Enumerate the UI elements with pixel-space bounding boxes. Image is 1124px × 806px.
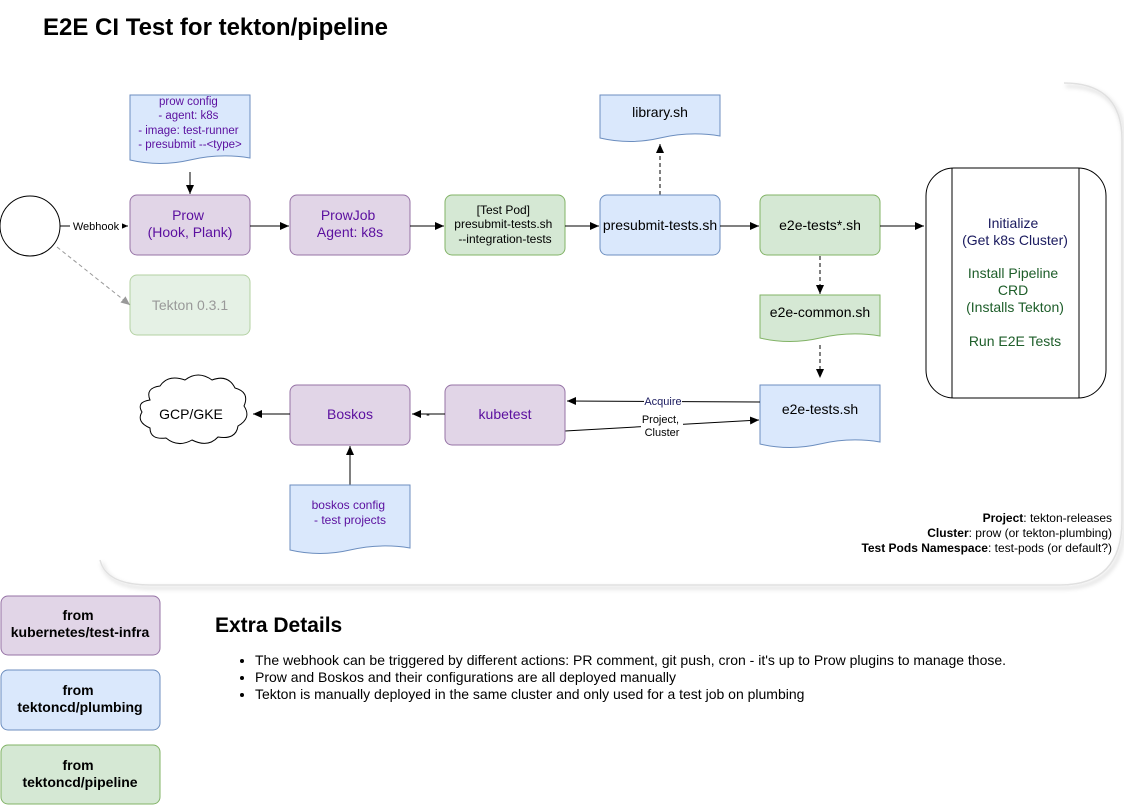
main-container [99,82,1123,586]
info-cluster-label: Cluster [927,526,969,540]
presubmit-text: presubmit-tests.sh [603,217,717,233]
legend-pipeline [0,744,161,805]
project-cluster-label: Project, Cluster [642,414,682,439]
e2e-tests-doc [759,384,881,448]
presubmit-box [599,194,721,256]
test-pod-box [444,194,566,256]
gcp-cloud [139,374,248,444]
library-doc [599,94,721,142]
test-pod-text: [Test Pod] presubmit-tests.sh --integrat… [454,203,555,246]
tekton-text: Tekton 0.3.1 [152,297,228,313]
extra-details-list: The webhook can be triggered by differen… [237,652,1006,703]
prow-config-doc [129,94,251,164]
extra-details-heading: Extra Details [215,614,343,637]
legend-plumbing-text: from tektoncd/plumbing [17,682,142,715]
legend-plumbing [0,669,161,731]
prow-box [129,194,251,256]
process-box [925,167,1107,399]
legend-test-infra [0,595,161,656]
list-item: Prow and Boskos and their configurations… [255,669,1006,686]
cluster-info: Project: tekton-releases Cluster: prow (… [861,511,1112,556]
info-cluster-value: : prow (or tekton-plumbing) [968,526,1112,540]
e2e-tests-text: e2e-tests.sh [782,401,858,417]
process-run-text: Run E2E Tests [969,333,1061,349]
boskos-config-doc [289,484,411,554]
dash-label: - [426,409,430,421]
list-item: The webhook can be triggered by differen… [255,652,1006,669]
list-item: Tekton is manually deployed in the same … [255,686,1006,703]
webhook-label: Webhook [73,221,120,233]
boskos-config-text: boskos config - test projects [312,498,389,527]
e2e-tests-star-text: e2e-tests*.sh [779,217,861,233]
info-project-value: : tekton-releases [1023,511,1112,525]
e2e-common-text: e2e-common.sh [770,304,870,320]
tekton-box [129,274,251,336]
info-project-label: Project [982,511,1024,525]
prowjob-box [289,194,411,256]
boskos-text: Boskos [327,406,373,422]
info-namespace-label: Test Pods Namespace [861,541,988,555]
acquire-label: Acquire [644,396,681,408]
legend-test-infra-text: from kubernetes/test-infra [11,607,150,640]
process-install-text: Install Pipeline CRD (Installs Tekton) [966,265,1064,315]
kubetest-box [444,384,566,446]
e2e-common-doc [759,294,881,342]
legend-pipeline-text: from tektoncd/pipeline [22,757,137,790]
kubetest-text: kubetest [479,406,532,422]
prow-text: Prow (Hook, Plank) [148,207,233,240]
e2e-tests-star-box [759,194,881,256]
prowjob-text: ProwJob Agent: k8s [317,207,383,240]
tekton-dashed-arrow [56,246,131,306]
trigger-circle [0,195,61,257]
page-title: E2E CI Test for tekton/pipeline [43,14,388,41]
gcp-text: GCP/GKE [159,406,223,422]
info-namespace-value: : test-pods (or default?) [987,541,1112,555]
library-text: library.sh [632,104,688,120]
boskos-box [289,384,411,446]
prow-config-text: prow config - agent: k8s - image: test-r… [138,96,242,151]
process-initialize-text: Initialize (Get k8s Cluster) [962,215,1068,248]
